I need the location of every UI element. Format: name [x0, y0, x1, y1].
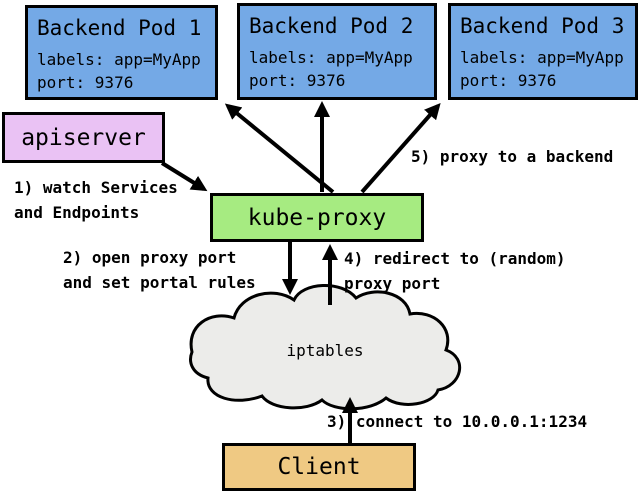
- arrow-kube-proxy-to-pod-3: [360, 103, 441, 194]
- step-3-line-1: 3) connect to 10.0.0.1:1234: [327, 412, 588, 431]
- step-2-open-proxy-port-label: 2) open proxy port and set portal rules: [63, 245, 256, 295]
- apiserver-label: apiserver: [21, 124, 146, 151]
- step-4-line-2: proxy port: [344, 274, 441, 293]
- backend-pod-2-port: port: 9376: [249, 71, 346, 90]
- backend-pod-2-box: Backend Pod 2 labels: app=MyApp port: 93…: [237, 3, 437, 100]
- step-3-connect-label: 3) connect to 10.0.0.1:1234: [327, 409, 587, 434]
- step-5-proxy-backend-label: 5) proxy to a backend: [411, 144, 613, 169]
- iptables-label: iptables: [286, 341, 364, 360]
- step-1-line-2: and Endpoints: [14, 203, 140, 222]
- arrow-apiserver-to-kube-proxy: [160, 161, 208, 192]
- backend-pod-1-port: port: 9376: [37, 73, 134, 92]
- step-1-line-1: 1) watch Services: [14, 178, 178, 197]
- backend-pod-1-title: Backend Pod 1: [37, 16, 202, 40]
- backend-pod-1-labels: labels: app=MyApp: [37, 50, 201, 69]
- step-2-line-1: 2) open proxy port: [63, 248, 237, 267]
- step-4-redirect-label: 4) redirect to (random) proxy port: [344, 246, 566, 296]
- backend-pod-2-title: Backend Pod 2: [249, 14, 414, 38]
- backend-pod-3-port: port: 9376: [460, 71, 557, 90]
- step-1-watch-services-label: 1) watch Services and Endpoints: [14, 175, 178, 225]
- arrow-kube-proxy-to-pod-1: [224, 103, 335, 194]
- client-label: Client: [277, 454, 361, 480]
- step-2-line-2: and set portal rules: [63, 273, 256, 292]
- backend-pod-3-box: Backend Pod 3 labels: app=MyApp port: 93…: [448, 3, 638, 100]
- client-box: Client: [222, 443, 416, 491]
- apiserver-box: apiserver: [2, 112, 165, 163]
- step-4-line-1: 4) redirect to (random): [344, 249, 566, 268]
- backend-pod-3-title: Backend Pod 3: [460, 14, 625, 38]
- step-5-line-1: 5) proxy to a backend: [411, 147, 614, 166]
- backend-pod-2-labels: labels: app=MyApp: [249, 48, 413, 67]
- backend-pod-3-labels: labels: app=MyApp: [460, 48, 624, 67]
- kube-proxy-box: kube-proxy: [210, 193, 424, 242]
- backend-pod-1-box: Backend Pod 1 labels: app=MyApp port: 93…: [25, 5, 218, 100]
- kube-proxy-label: kube-proxy: [247, 204, 387, 231]
